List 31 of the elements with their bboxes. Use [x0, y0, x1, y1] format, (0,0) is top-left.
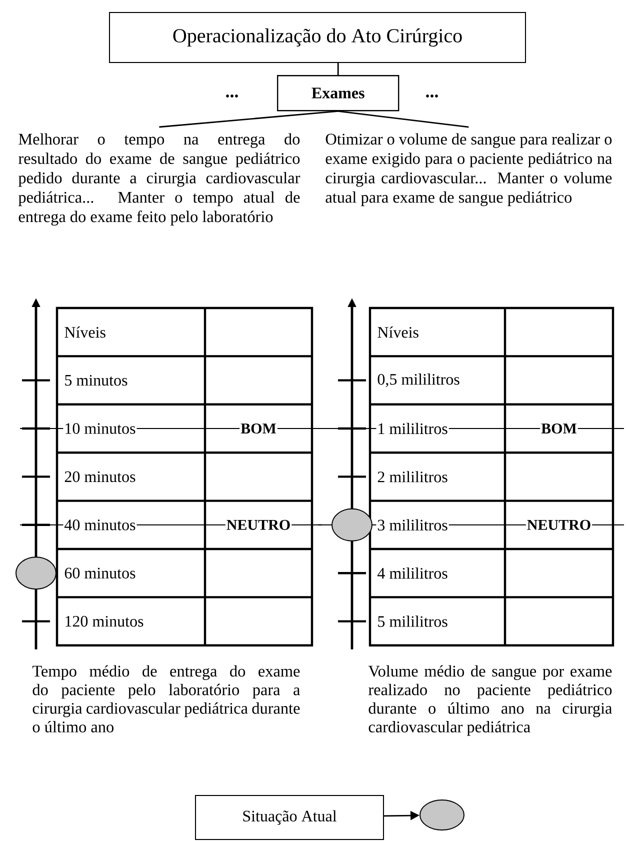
- ellipsis-text: ...: [426, 94, 438, 98]
- objective-text: Otimizar o volume de sangue para realizar o exame exigido para o paciente pediátrico na cirurgia cardiovascular... Manter o volume atual para exame de sangue pediátrico: [326, 133, 612, 206]
- connector: [338, 110, 469, 128]
- level-label: 0,5 mililitros: [376, 372, 461, 388]
- level-label: 20 minutos: [63, 470, 137, 484]
- level-label: 120 minutos: [63, 614, 145, 628]
- legend-box: Situação Atual: [195, 795, 384, 840]
- level-label: 5 mililitros: [376, 614, 449, 628]
- rating-label: BOM: [240, 422, 278, 435]
- level-label: Níveis: [63, 325, 107, 339]
- rating-label: NEUTRO: [225, 518, 292, 531]
- title-box: Operacionalização do Ato Cirúrgico: [109, 12, 526, 63]
- ellipsis-text: ...: [226, 94, 238, 98]
- level-label: 4 mililitros: [376, 566, 449, 580]
- description-text: Tempo médio de entrega do exame do paciente pelo laboratório para a cirurgia cardiovascular pediátrica durante o último ano: [32, 665, 300, 732]
- connector: [159, 110, 338, 128]
- rating-label: NEUTRO: [526, 518, 592, 531]
- level-label: 5 minutos: [63, 374, 129, 387]
- connector: [337, 63, 339, 75]
- level-label: 2 mililitros: [376, 470, 449, 484]
- level-label: 60 minutos: [63, 566, 137, 580]
- description-text: Volume médio de sangue por exame realizado no paciente pediátrico durante o último ano na cirurgia cardiovascular pediátrica: [368, 665, 612, 736]
- level-label: 3 mililitros: [376, 518, 449, 532]
- category-box: Exames: [277, 75, 400, 112]
- marker-oval: [420, 800, 464, 830]
- level-label: 10 minutos: [63, 422, 137, 435]
- rating-label: BOM: [540, 422, 578, 435]
- level-label: 40 minutos: [63, 518, 137, 532]
- level-label: Níveis: [376, 325, 420, 339]
- objective-text: Melhorar o tempo na entrega do resultado do exame de sangue pediátrico pedido durante a cirurgia cardiovascular pediátrica... Manter o tempo atual de entrega do exame feito pelo laboratório: [18, 133, 300, 226]
- level-label: 1 mililitros: [376, 422, 449, 436]
